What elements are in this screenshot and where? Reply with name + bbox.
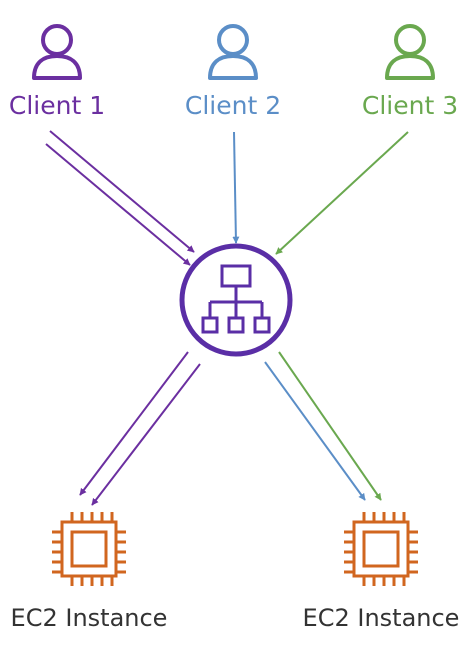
arrow-lb-to-ec2-left-a [79, 351, 189, 496]
arrow-client1-b [49, 130, 195, 253]
arrow-client2 [232, 131, 240, 244]
arrow-lb-to-ec2-right-blue [264, 361, 366, 501]
load-balancer-node [179, 243, 293, 357]
client-1-label: Client 1 [9, 91, 105, 120]
ec2-instance-left-label: EC2 Instance [11, 604, 168, 632]
arrow-lb-to-ec2-left-b [91, 363, 201, 506]
arrow-client1-a [45, 143, 191, 266]
client-3-node: Client 3 [362, 24, 458, 120]
client-2-node: Client 2 [185, 24, 281, 120]
user-icon [385, 24, 435, 80]
user-icon [32, 24, 82, 80]
client-to-lb-arrows [45, 130, 409, 266]
load-balancer-icon [201, 264, 271, 334]
client-2-label: Client 2 [185, 91, 281, 120]
user-icon [208, 24, 258, 80]
chip-icon [52, 512, 126, 586]
ec2-instance-right-label: EC2 Instance [303, 604, 460, 632]
arrow-client3 [275, 131, 409, 255]
load-balancer-ring [179, 243, 293, 357]
chip-icon [344, 512, 418, 586]
ec2-instance-right: EC2 Instance [303, 512, 460, 632]
client-3-label: Client 3 [362, 91, 458, 120]
lb-to-instance-arrows [79, 351, 382, 506]
client-1-node: Client 1 [9, 24, 105, 120]
arrow-lb-to-ec2-right-green [278, 351, 382, 501]
ec2-instance-left: EC2 Instance [11, 512, 168, 632]
